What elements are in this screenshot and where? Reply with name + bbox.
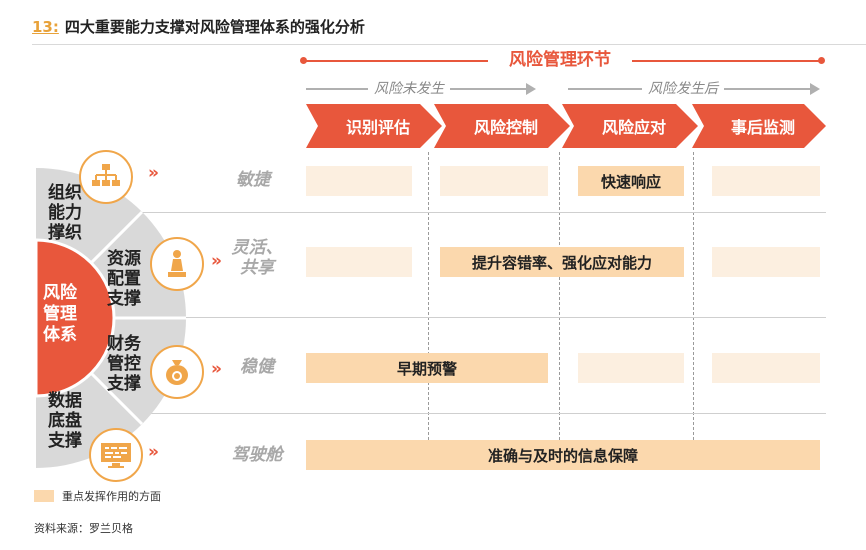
legend-text: 重点发挥作用的方面 [62,490,161,503]
org-chart-icon-graphic [92,164,120,186]
figure-title-text: 四大重要能力支撑对风险管理体系的强化分析 [64,18,365,36]
row-separator [40,212,826,213]
highlight-cell: 快速响应 [578,166,684,196]
column-separator [559,152,560,470]
legend-swatch [34,490,54,502]
column-separator [693,152,694,470]
section-label-finance: 财务管控支撑 [107,334,141,394]
row-arrow-icon: » [211,359,222,379]
data-monitor-icon-graphic [101,443,131,468]
core-semicircle [36,238,116,398]
grid-cell [306,247,412,277]
highlight-cell: 准确与及时的信息保障 [306,440,820,470]
grid-cell [712,166,820,196]
stage-control: 风险控制 [434,104,570,148]
row-label-cockpit: 驾驶舱 [231,445,283,465]
stage-identify-label: 识别评估 [345,118,410,137]
highlight-cell: 早期预警 [306,353,548,383]
row-separator [40,317,826,318]
column-separator [428,152,429,470]
title-divider [32,44,866,45]
stage-response: 风险应对 [562,104,698,148]
grid-cell [440,166,548,196]
row-arrow-icon: » [148,163,159,183]
header-line-start-dot [300,57,307,64]
row-label-agile: 敏捷 [236,170,270,190]
after-label: 风险发生后 [642,78,724,98]
figure-number: 13: [32,18,59,36]
grid-cell [712,247,820,277]
after-timeline-arrow [810,83,820,95]
stage-monitor-label: 事后监测 [730,118,795,137]
grid-cell [578,353,684,383]
header-line-end-dot [818,57,825,64]
header-main-label: 风险管理环节 [488,47,632,73]
stage-response-label: 风险应对 [601,118,666,137]
chess-piece-icon [150,237,204,291]
risk-system-semicircle [36,168,186,468]
section-label-data: 数据底盘支撑 [48,391,82,451]
org-chart-icon [79,150,133,204]
row-separator [40,413,826,414]
money-bag-icon-graphic [166,360,188,385]
stage-control-label: 风险控制 [473,118,538,137]
core-label: 风险管理体系 [43,283,77,345]
grid-cell [712,353,820,383]
section-label-org: 组织能力撑织 [48,183,82,243]
stage-identify: 识别评估 [306,104,442,148]
row-label-flexible: 灵活、共享 [231,238,283,278]
chess-piece-icon-graphic [168,250,186,277]
figure-title: 13: 四大重要能力支撑对风险管理体系的强化分析 [32,16,365,37]
row-arrow-icon: » [148,442,159,462]
row-label-stable: 稳健 [240,357,274,377]
highlight-cell: 提升容错率、强化应对能力 [440,247,684,277]
before-timeline-arrow [526,83,536,95]
grid-cell [306,166,412,196]
section-label-resource: 资源配置支撑 [107,249,141,309]
row-arrow-icon: » [211,251,222,271]
data-monitor-icon [89,428,143,482]
before-label: 风险未发生 [368,78,450,98]
stage-monitor: 事后监测 [692,104,826,148]
money-bag-icon [150,345,204,399]
source-note: 资料来源：罗兰贝格 [34,522,133,535]
